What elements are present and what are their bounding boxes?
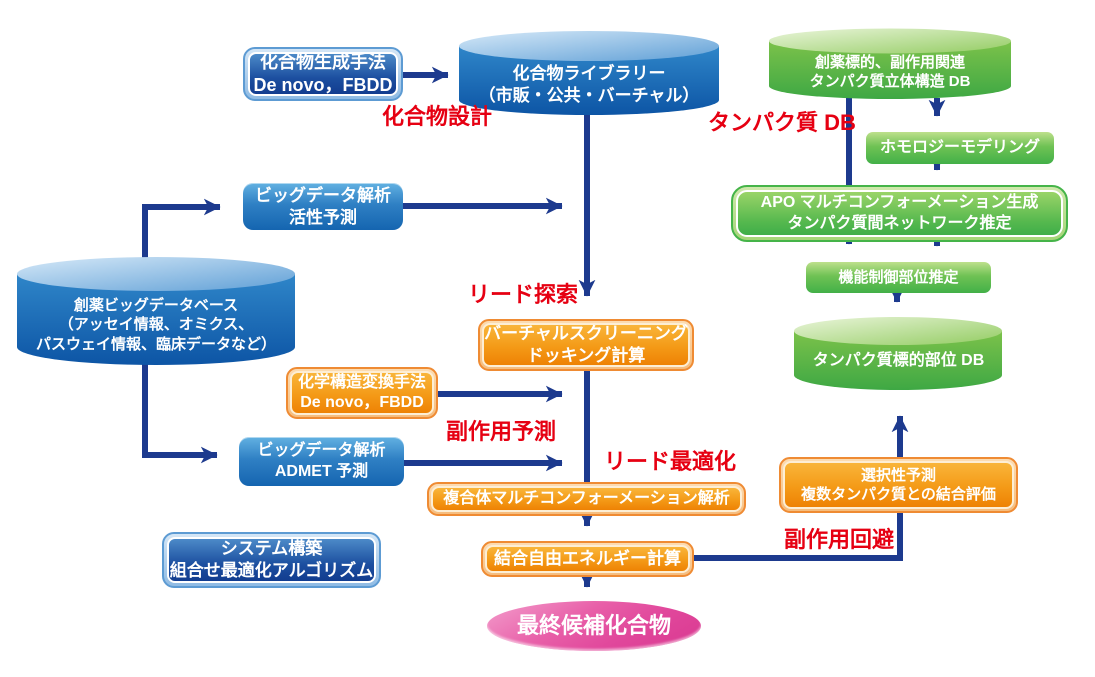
node-label: 組合せ最適化アルゴリズム	[169, 561, 374, 580]
node-homology-modeling: ホモロジーモデリング	[866, 132, 1054, 164]
node-label: 複数タンパク質との結合評価	[801, 486, 996, 503]
node-selectivity-prediction: 選択性予測 複数タンパク質との結合評価	[779, 457, 1018, 513]
label-protein-db: タンパク質 DB	[708, 110, 856, 135]
node-protein-target-db: タンパク質標的部位 DB	[793, 316, 1004, 391]
node-label: 創薬ビッグデータベース	[73, 297, 239, 315]
label-compound-design: 化合物設計	[382, 104, 493, 129]
node-virtual-screening: バーチャルスクリーニング ドッキング計算	[478, 319, 694, 371]
label-side-effect-prediction: 副作用予測	[446, 419, 557, 444]
node-label: De novo，FBDD	[253, 75, 393, 95]
node-compound-library-db: 化合物ライブラリー （市販・公共・バーチャル）	[458, 30, 720, 116]
label-side-effect-avoidance: 副作用回避	[784, 527, 895, 552]
node-label: 複合体マルチコンフォーメーション解析	[443, 489, 730, 507]
node-label: 活性予測	[289, 207, 357, 227]
node-label: （アッセイ情報、オミクス、	[58, 316, 254, 334]
node-label: ホモロジーモデリング	[879, 138, 1040, 156]
node-apo-generation: APO マルチコンフォーメーション生成 タンパク質間ネットワーク推定	[731, 185, 1068, 242]
node-label: バーチャルスクリーニング	[484, 324, 688, 344]
node-label: APO マルチコンフォーメーション生成	[760, 194, 1039, 212]
node-label: ADMET 予測	[274, 462, 369, 480]
node-system-build: システム構築 組合せ最適化アルゴリズム	[162, 532, 381, 588]
node-label: タンパク質間ネットワーク推定	[787, 214, 1012, 232]
node-label: 化合物生成手法	[260, 51, 386, 72]
node-label: ドッキング計算	[526, 346, 646, 365]
node-label: 化学構造変換手法	[297, 373, 426, 391]
node-final-candidate-compound: 最終候補化合物	[487, 601, 701, 651]
node-label: 最終候補化合物	[516, 612, 671, 638]
cylinder-shape	[17, 257, 295, 365]
node-functional-site-estimation: 機能制御部位推定	[806, 262, 991, 293]
node-label: ビッグデータ解析	[255, 185, 391, 205]
node-drug-bigdata-db: 創薬ビッグデータベース （アッセイ情報、オミクス、 パスウェイ情報、臨床データな…	[16, 256, 296, 366]
node-label: タンパク質標的部位 DB	[812, 352, 985, 370]
node-bigdata-admet-prediction: ビッグデータ解析 ADMET 予測	[239, 437, 404, 486]
node-label: 結合自由エネルギー計算	[494, 549, 681, 569]
cylinder-shape	[459, 31, 719, 115]
node-bigdata-activity-prediction: ビッグデータ解析 活性予測	[243, 183, 403, 230]
node-label: 創薬標的、副作用関連	[814, 53, 965, 71]
node-label: 機能制御部位推定	[838, 268, 959, 286]
label-lead-optimization: リード最適化	[604, 449, 737, 474]
node-label: De novo，FBDD	[300, 394, 424, 411]
node-label: （市販・公共・バーチャル）	[478, 86, 700, 105]
node-label: パスウェイ情報、臨床データなど）	[35, 335, 276, 353]
label-lead-search: リード探索	[468, 282, 579, 307]
node-label: ビッグデータ解析	[257, 442, 386, 460]
cylinder-shape	[769, 28, 1011, 99]
node-protein-structure-db: 創薬標的、副作用関連 タンパク質立体構造 DB	[768, 28, 1012, 100]
node-chem-structure-transform: 化学構造変換手法 De novo，FBDD	[286, 367, 438, 419]
node-label: 化合物ライブラリー	[512, 64, 666, 84]
node-binding-free-energy: 結合自由エネルギー計算	[481, 541, 694, 577]
cylinder-shape	[794, 317, 1002, 390]
node-compound-generation: 化合物生成手法 De novo，FBDD	[243, 47, 403, 101]
node-label: タンパク質立体構造 DB	[809, 73, 971, 90]
node-label: 選択性予測	[860, 466, 936, 484]
node-complex-conformation-analysis: 複合体マルチコンフォーメーション解析	[427, 482, 746, 516]
node-label: システム構築	[220, 539, 323, 559]
